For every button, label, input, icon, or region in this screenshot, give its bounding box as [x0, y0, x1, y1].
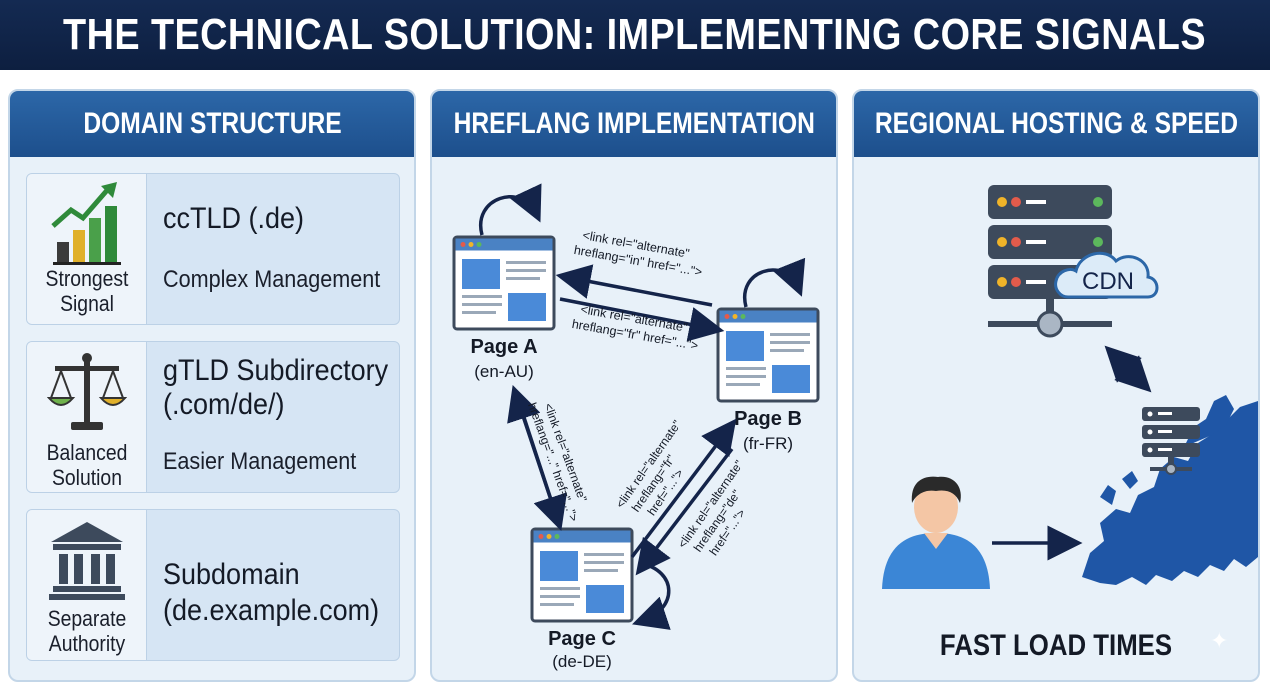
- card-caption: Signal: [60, 291, 114, 316]
- edge-server-icon: [1142, 407, 1200, 475]
- server-stack-icon: [988, 185, 1112, 338]
- cdn-label: CDN: [1082, 268, 1134, 295]
- panel-header-title: REGIONAL HOSTING & SPEED: [874, 107, 1238, 140]
- card-caption: Strongest: [45, 266, 129, 291]
- page-b-locale: (fr-FR): [743, 434, 793, 453]
- tag-ac: <link rel="alternate" hreflang="..." hre…: [525, 401, 590, 524]
- page-b-window: [716, 307, 820, 403]
- card-heading: gTLD Subdirectory: [163, 354, 389, 387]
- page-c-locale: (de-DE): [552, 652, 612, 671]
- panel-header: DOMAIN STRUCTURE: [10, 91, 414, 157]
- card-heading-line2: (de.example.com): [163, 594, 380, 627]
- panel-header-title: HREFLANG IMPLEMENTATION: [453, 107, 815, 140]
- arrow-c-to-b: [630, 418, 737, 559]
- arrow-edge-to-cdn: [1104, 345, 1146, 387]
- card-subtext: Easier Management: [163, 448, 357, 475]
- arrow-c-to-a: [507, 385, 560, 522]
- page-b-name: Page B: [734, 408, 802, 430]
- page-c-name: Page C: [548, 628, 616, 650]
- subdirectory-card: Balanced Solution gTLD Subdirectory (.co…: [26, 341, 400, 493]
- page-a-name: Page A: [470, 336, 537, 358]
- domain-structure-panel: DOMAIN STRUCTURE Strongest Signal ccTLD …: [8, 89, 416, 682]
- arrow-b-to-c: [635, 447, 734, 576]
- page-c-window: [530, 527, 634, 623]
- user-avatar-icon: [882, 476, 990, 589]
- card-caption: Balanced: [46, 440, 128, 465]
- cdn-cloud-icon: CDN: [1054, 251, 1159, 299]
- card-caption: Solution: [52, 465, 122, 490]
- fast-load-times-label: FAST LOAD TIMES: [939, 629, 1173, 662]
- page-a-window: [452, 235, 556, 331]
- panel-header-title: DOMAIN STRUCTURE: [82, 107, 342, 140]
- card-heading: ccTLD (.de): [163, 202, 305, 235]
- tag-ab: <link rel="alternate" hreflang="in" href…: [573, 228, 703, 279]
- card-heading-line2: (.com/de/): [163, 388, 285, 421]
- cctld-card: Strongest Signal ccTLD (.de) Complex Man…: [26, 173, 400, 325]
- self-loop-arrow-b: [742, 257, 806, 308]
- balance-scale-icon: [47, 353, 127, 430]
- hosting-diagram: CDN: [882, 185, 1258, 589]
- card-subtext: Complex Management: [163, 266, 381, 293]
- self-loop-arrow-c: [632, 561, 671, 630]
- europe-map: [1082, 401, 1258, 585]
- growth-chart-icon: [51, 182, 121, 265]
- arrow-b-to-a: [555, 264, 713, 307]
- self-loop-arrow-a: [478, 183, 542, 236]
- regional-hosting-panel: REGIONAL HOSTING & SPEED CDN: [852, 89, 1260, 682]
- card-caption: Separate: [47, 606, 127, 631]
- subdomain-card: Separate Authority Subdomain (de.example…: [26, 509, 400, 661]
- tag-ba: <link rel="alternate" hreflang="fr" href…: [571, 302, 699, 353]
- tag-bc: <link rel="alternate" hreflang="de" href…: [675, 458, 748, 559]
- panel-header: REGIONAL HOSTING & SPEED: [854, 91, 1258, 157]
- institution-building-icon: [49, 522, 125, 600]
- hreflang-panel: HREFLANG IMPLEMENTATION: [430, 89, 838, 682]
- panel-header: HREFLANG IMPLEMENTATION: [432, 91, 836, 157]
- card-heading: Subdomain: [163, 558, 300, 591]
- sparkle-icon: ✦: [1210, 628, 1229, 653]
- card-caption: Authority: [48, 631, 126, 656]
- page-a-locale: (en-AU): [474, 362, 534, 381]
- page-title: THE TECHNICAL SOLUTION: IMPLEMENTING COR…: [63, 10, 1207, 59]
- hreflang-diagram: Page A (en-AU) Page B (fr-FR) Page C (de…: [452, 183, 820, 671]
- title-bar: THE TECHNICAL SOLUTION: IMPLEMENTING COR…: [0, 0, 1270, 70]
- arrow-a-to-b: [559, 297, 725, 342]
